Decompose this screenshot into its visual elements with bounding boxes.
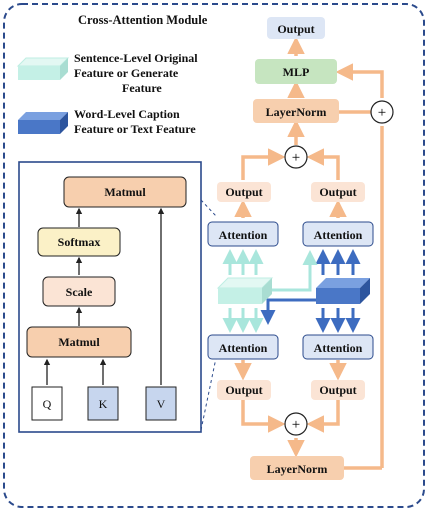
module-frame [3, 3, 425, 508]
legend-sentence-line3: Feature [122, 81, 162, 95]
attention-left-lower-label: Attention [219, 341, 268, 355]
inset-matmul-top-label: Matmul [104, 185, 146, 199]
legend-word-cube-icon [18, 112, 68, 120]
legend-sentence-line2: Feature or Generate [74, 66, 179, 80]
sentence-feature-cube [216, 277, 274, 304]
output-left-lower-box [217, 380, 271, 400]
layernorm-bottom-label: LayerNorm [267, 462, 328, 476]
module-title: Cross-Attention Module [78, 13, 208, 27]
legend-sentence-cube-icon [16, 57, 70, 67]
inset-matmul-bottom-label: Matmul [58, 335, 100, 349]
output-right-lower-label: Output [319, 383, 356, 397]
layernorm-top-box [253, 99, 339, 123]
output-right-upper-label: Output [319, 185, 356, 199]
attention-detail-panel [18, 161, 202, 433]
inset-scale-label: Scale [66, 285, 93, 299]
output-top-box [267, 17, 325, 39]
plus-right-label: + [378, 105, 386, 121]
plus-right-node [370, 100, 394, 124]
inset-v-label: V [157, 397, 166, 411]
attention-right-upper-label: Attention [314, 228, 363, 242]
inset-k-label: K [99, 397, 108, 411]
inset-matmul-bottom-box [26, 326, 132, 358]
plus-lower-label: + [292, 417, 300, 433]
word-feature-cube [316, 278, 370, 304]
attention-right-upper-box [302, 221, 374, 247]
legend-word-line2: Feature or Text Feature [74, 122, 196, 136]
output-left-lower-label: Output [225, 383, 262, 397]
plus-upper-node [284, 145, 308, 169]
attention-left-lower-box [207, 334, 279, 360]
output-right-upper-box [311, 182, 365, 202]
teal-cross-connector [262, 250, 318, 292]
attention-left-upper-box [207, 221, 279, 247]
inset-softmax-box [37, 227, 121, 257]
inset-softmax-label: Softmax [58, 235, 101, 249]
plus-lower-node [284, 412, 308, 436]
layernorm-top-label: LayerNorm [266, 105, 327, 119]
legend-word-level: Word-Level Caption Feature or Text Featu… [18, 107, 196, 136]
layernorm-bottom-box [250, 456, 344, 480]
zoom-line-bottom [200, 357, 217, 431]
attention-right-lower-label: Attention [314, 341, 363, 355]
inset-v-box [145, 386, 177, 421]
legend-sentence-line1: Sentence-Level Original [74, 51, 198, 65]
attention-left-upper-label: Attention [219, 228, 268, 242]
attention-right-lower-box [302, 334, 374, 360]
mlp-label: MLP [283, 65, 310, 79]
blue-down-arrows [315, 308, 361, 333]
legend-word-line1: Word-Level Caption [74, 107, 180, 121]
output-left-upper-label: Output [225, 185, 262, 199]
blue-up-arrows [315, 249, 361, 275]
mlp-box [255, 59, 337, 84]
output-right-lower-box [311, 380, 365, 400]
blue-cross-connector [260, 298, 318, 325]
inset-q-label: Q [43, 397, 52, 411]
teal-down-arrows [222, 308, 264, 333]
output-top-label: Output [277, 22, 314, 36]
inset-q-box [31, 386, 63, 421]
inset-scale-box [42, 276, 116, 307]
plus-upper-label: + [292, 150, 300, 166]
orange-flow-arrows [234, 36, 384, 470]
output-left-upper-box [217, 182, 271, 202]
inset-matmul-top-box [63, 176, 187, 208]
teal-up-arrows [222, 249, 264, 275]
legend-sentence-level: Sentence-Level Original Feature or Gener… [16, 51, 198, 95]
zoom-line-top [200, 199, 217, 217]
inset-k-box [87, 386, 119, 421]
